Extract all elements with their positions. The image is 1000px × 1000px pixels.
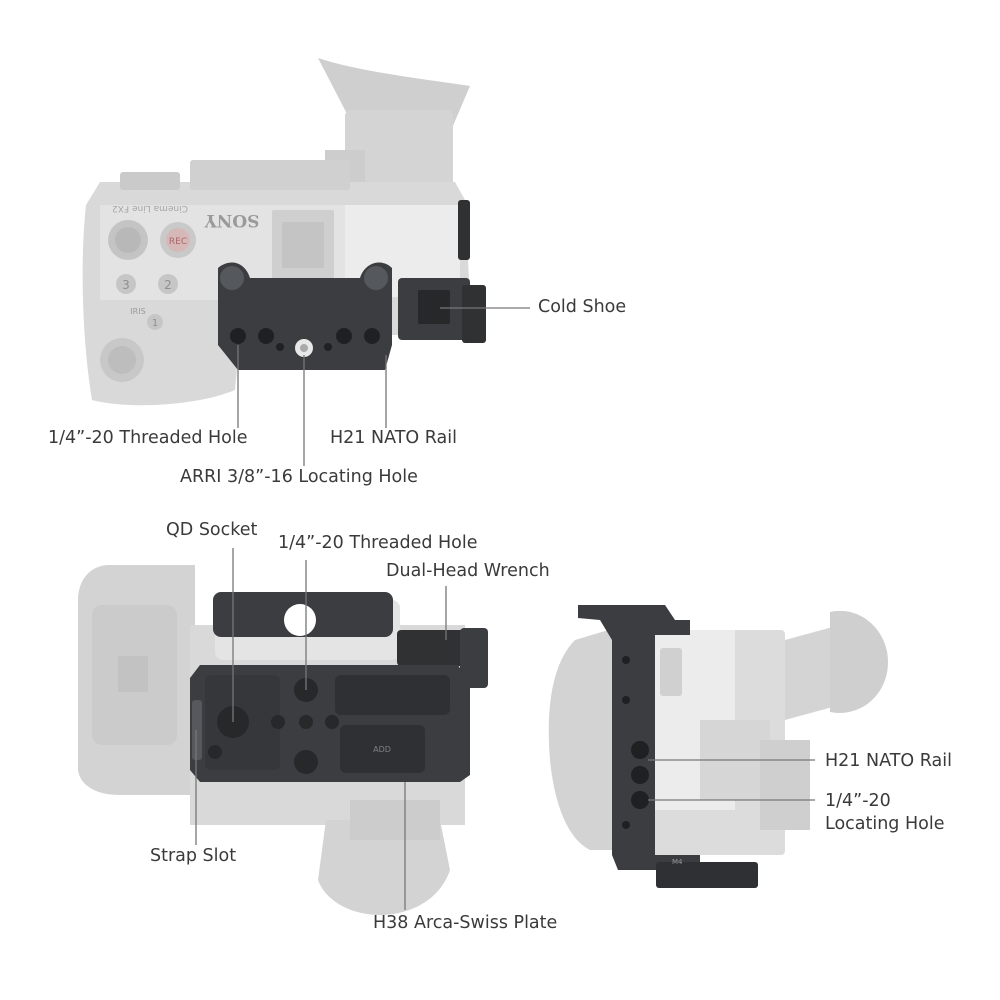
label-strap-slot: Strap Slot xyxy=(150,846,237,866)
bottom-view: ADD xyxy=(78,565,488,915)
camera-brand: SONY xyxy=(204,210,260,230)
bottom-dual-head-wrench xyxy=(397,630,467,666)
label-locating-hole-side: 1/4”-20 Locating Hole xyxy=(825,790,944,836)
side-cage-plate xyxy=(578,605,700,870)
iris-label: IRIS xyxy=(130,307,145,316)
bottom-leader-lines xyxy=(195,548,447,910)
side-viewfinder xyxy=(785,625,840,720)
top-leader-lines xyxy=(237,307,530,466)
side-view: M4 xyxy=(548,605,888,888)
button-2-label: 2 xyxy=(164,278,172,292)
label-threaded-hole-top: 1/4”-20 Threaded Hole xyxy=(48,428,248,448)
button-3-label: 3 xyxy=(122,278,130,292)
label-arca-plate: H38 Arca-Swiss Plate xyxy=(373,913,558,933)
side-leader-lines xyxy=(648,759,815,801)
top-handle-bracket xyxy=(218,262,392,370)
side-eyecup xyxy=(830,610,888,713)
button-1-label: 1 xyxy=(152,318,158,329)
label-arri-hole: ARRI 3/8”-16 Locating Hole xyxy=(180,467,418,487)
camera-model: Cinema Line FX2 xyxy=(112,203,188,213)
label-threaded-hole-bottom: 1/4”-20 Threaded Hole xyxy=(278,533,478,553)
label-dual-head-wrench: Dual-Head Wrench xyxy=(386,561,550,581)
plate-mark: ADD xyxy=(373,745,391,754)
bottom-eyecup xyxy=(318,820,450,915)
label-cold-shoe: Cold Shoe xyxy=(538,297,627,317)
side-camera-grip xyxy=(548,628,615,850)
top-viewfinder xyxy=(345,110,453,205)
label-nato-rail-side: H21 NATO Rail xyxy=(825,751,952,771)
side-locating-hole xyxy=(631,791,649,809)
rec-label: REC xyxy=(169,237,187,247)
top-view: REC SONY Cinema Line FX2 3 2 1 IRIS xyxy=(82,58,486,406)
mount-mark: M4 xyxy=(672,858,683,866)
label-locating-hole-side-line1: 1/4”-20 xyxy=(825,791,891,811)
label-qd-socket: QD Socket xyxy=(166,520,258,540)
label-locating-hole-side-line2: Locating Hole xyxy=(825,813,945,834)
label-nato-rail-top: H21 NATO Rail xyxy=(330,428,457,448)
side-base-clamp xyxy=(656,862,758,888)
